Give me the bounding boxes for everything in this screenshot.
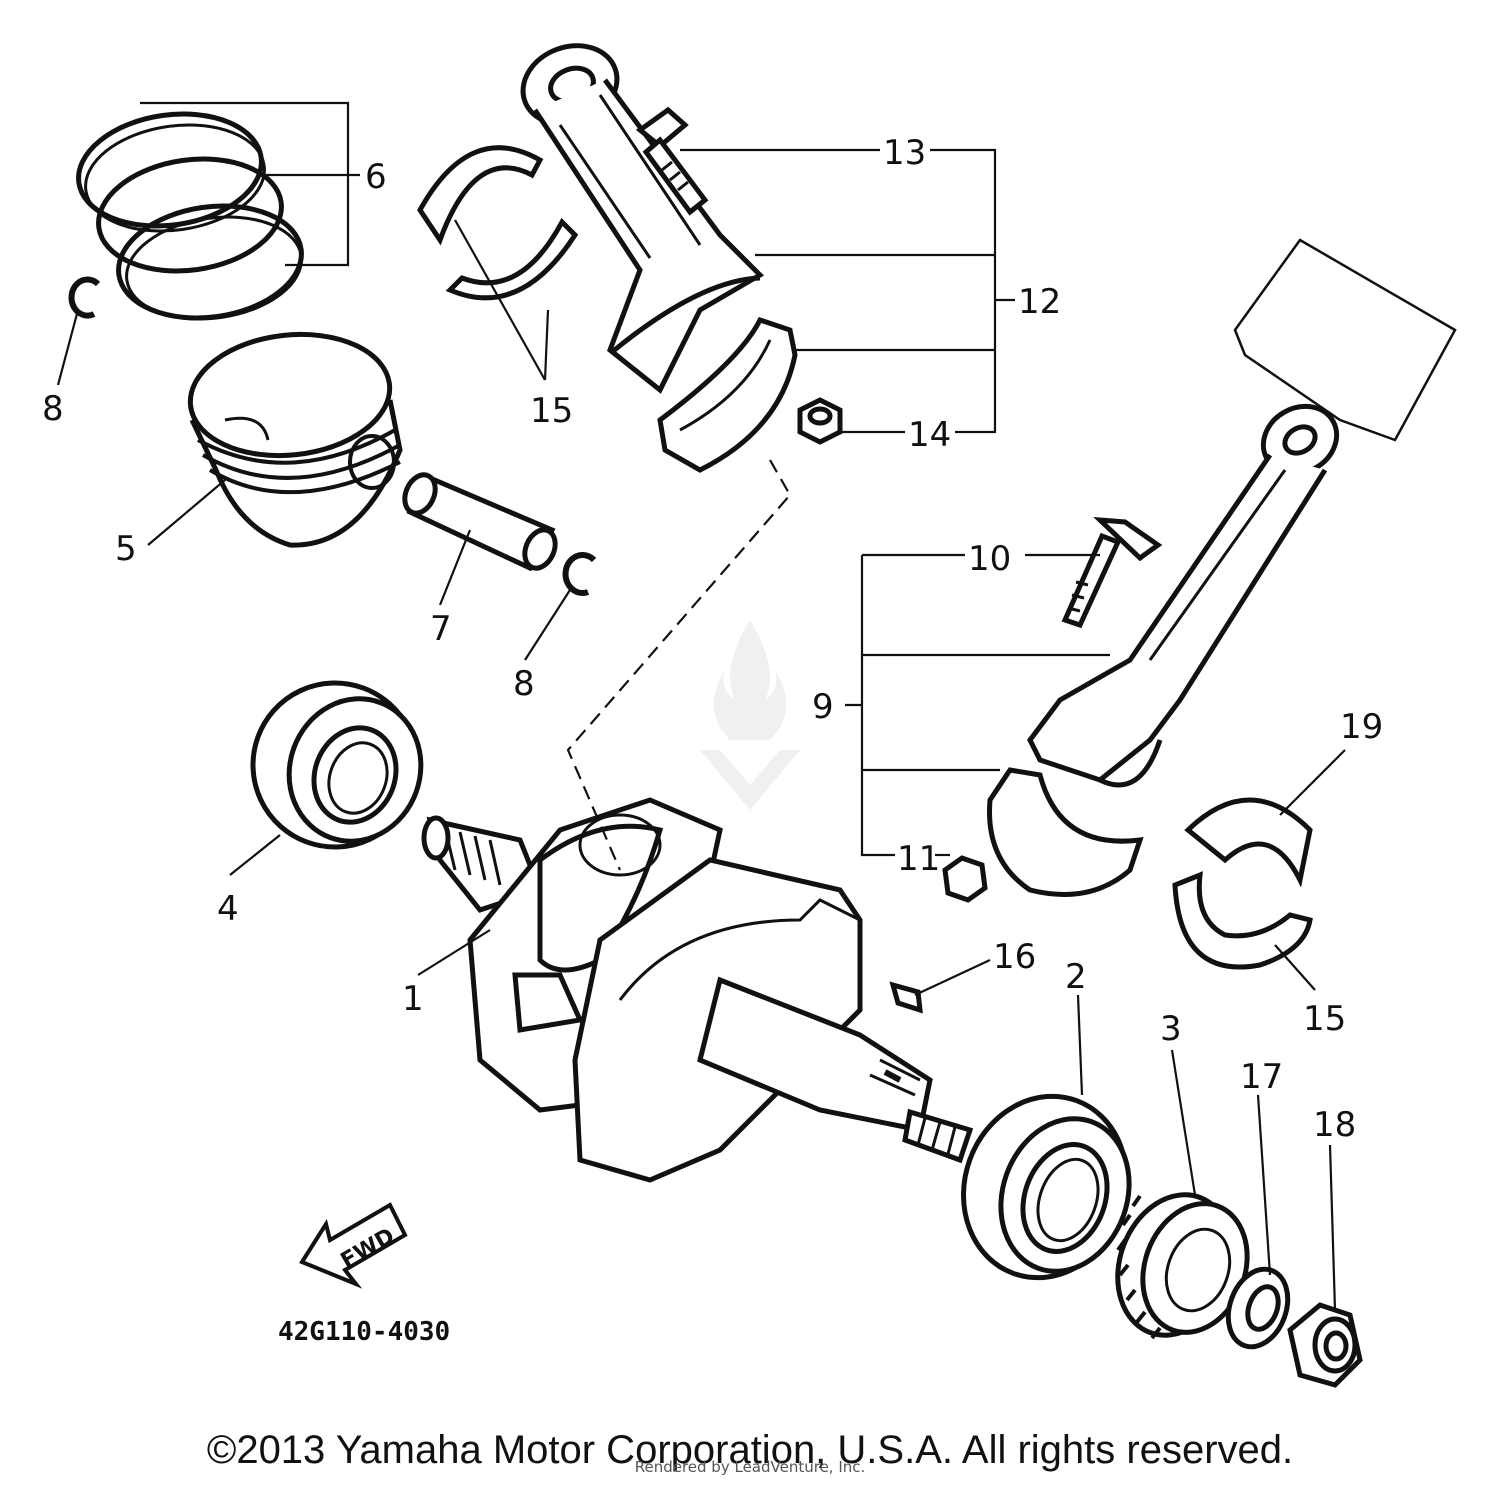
connecting-rod-upper — [520, 43, 765, 394]
rod-bolt-right — [1061, 516, 1163, 629]
connecting-rod-cap-right — [987, 767, 1144, 897]
ref-11: 11 — [897, 839, 940, 879]
copyright-notice: ©2013 Yamaha Motor Corporation, U.S.A. A… — [206, 1428, 1294, 1472]
ref-7: 7 — [430, 609, 452, 649]
leader-lines — [56, 101, 1346, 1311]
ref-13: 13 — [883, 133, 926, 173]
ref-18: 18 — [1313, 1105, 1356, 1145]
part-reference-numbers: 6 8 5 7 8 15 13 12 14 10 9 11 4 1 16 2 1… — [42, 133, 1383, 1145]
crankshaft-nut — [1287, 1302, 1363, 1388]
ref-17: 17 — [1240, 1057, 1283, 1097]
ref-4: 4 — [217, 889, 239, 929]
ref-8-left: 8 — [42, 389, 64, 429]
ref-10: 10 — [968, 539, 1011, 579]
forward-direction-arrow — [299, 1202, 408, 1289]
ref-15-right: 15 — [1303, 999, 1346, 1039]
ref-2: 2 — [1065, 957, 1087, 997]
piston-pin-clip-right — [562, 552, 597, 596]
crankshaft-bearing-left — [250, 680, 424, 850]
rendered-by-credit: Rendered by LeadVenture, Inc. — [634, 1458, 866, 1476]
crankshaft-bearing-right — [961, 1093, 1132, 1281]
ref-1: 1 — [402, 979, 424, 1019]
piston-phantom-outline — [1233, 238, 1457, 442]
woodruff-key — [889, 981, 923, 1014]
big-end-bearing-19 — [1184, 797, 1313, 888]
rod-bolt-upper — [635, 106, 709, 216]
ref-19: 19 — [1340, 707, 1383, 747]
ref-14: 14 — [908, 415, 951, 455]
rod-nut-right — [942, 855, 988, 903]
ref-9: 9 — [812, 687, 834, 727]
ref-5: 5 — [115, 529, 137, 569]
ref-8-right: 8 — [513, 664, 535, 704]
connecting-rod-right — [1027, 403, 1340, 788]
connecting-rod-cap-upper — [657, 316, 798, 473]
ref-12: 12 — [1018, 282, 1061, 322]
primary-drive-gear — [1115, 1192, 1250, 1340]
piston-pin-clip-left — [68, 276, 101, 319]
piston-pin — [402, 472, 558, 572]
big-end-bearing-upper — [417, 145, 579, 301]
ref-6: 6 — [365, 157, 387, 197]
ref-16: 16 — [993, 937, 1036, 977]
big-end-bearing-15-right — [1172, 871, 1313, 970]
piston — [187, 331, 403, 548]
ref-3: 3 — [1160, 1009, 1182, 1049]
rod-nut-upper — [797, 397, 843, 445]
crankshaft — [421, 797, 974, 1183]
washer — [1225, 1266, 1291, 1350]
diagram-code: 42G110-4030 — [278, 1317, 450, 1347]
piston-rings — [76, 111, 304, 321]
leadventure-watermark-logo — [700, 620, 800, 810]
ref-15-upper: 15 — [530, 391, 573, 431]
